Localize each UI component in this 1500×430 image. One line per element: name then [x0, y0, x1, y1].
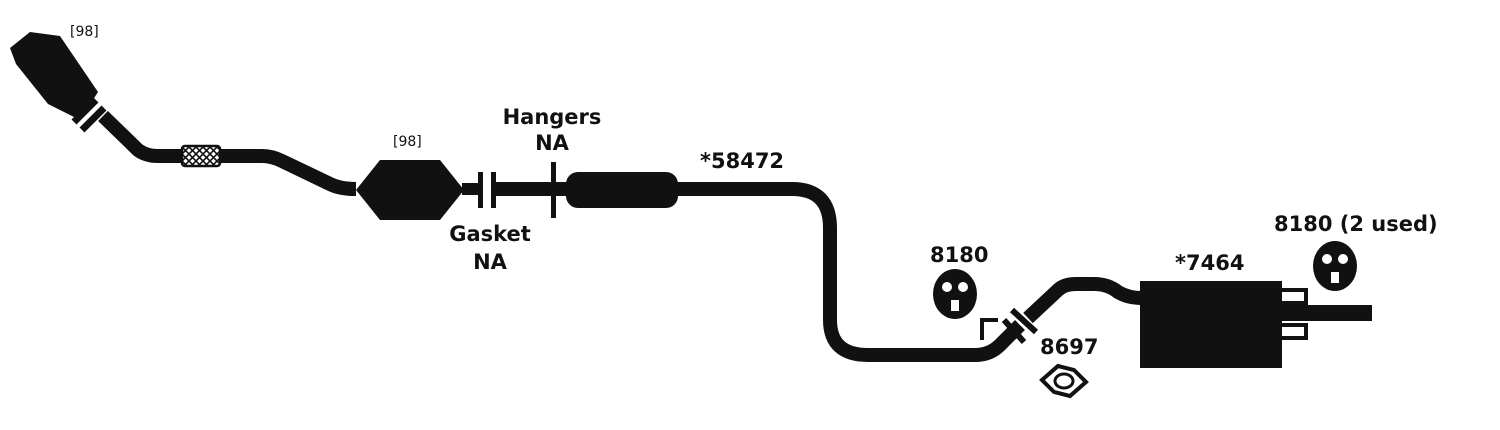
gasket-part-label: 8697 [1040, 335, 1098, 359]
pipe-hanger-bracket [980, 318, 998, 340]
muffler-part-label: *7464 [1175, 251, 1244, 275]
rubber-hanger-mid [933, 269, 977, 319]
muffler-hanger-bracket-lower [1282, 323, 1308, 340]
mid-converter-label: [98] [393, 134, 422, 150]
gasket-na-flange [478, 172, 496, 208]
muffler [1140, 281, 1282, 368]
muffler-hanger-bracket-upper [1282, 288, 1308, 305]
intermediate-pipe [220, 149, 357, 196]
gasket-label: Gasket [449, 222, 531, 246]
hanger-mid-label: 8180 [930, 243, 988, 267]
muffler-inlet-flange [1001, 307, 1039, 345]
gasket-na-label: NA [473, 250, 508, 274]
resonator [566, 172, 678, 208]
flex-pipe [180, 144, 222, 168]
pipe-part-label: *58472 [700, 149, 784, 173]
hanger-na-marker [551, 162, 556, 218]
muffler-inlet-pipe [1023, 277, 1143, 324]
hangers-label: Hangers [503, 105, 602, 129]
front-converter-label: [98] [70, 24, 99, 40]
hangers-na-label: NA [535, 131, 570, 155]
rubber-hanger-rear [1313, 241, 1357, 291]
front-pipe [98, 110, 184, 163]
front-flange-gasket [71, 97, 107, 133]
donut-gasket-8697 [1039, 363, 1089, 399]
main-pipe [676, 182, 1025, 362]
front-catalytic-converter [10, 32, 98, 120]
tailpipe [1282, 305, 1372, 321]
mid-catalytic-converter [356, 160, 464, 220]
hanger-rear-label: 8180 (2 used) [1274, 212, 1438, 236]
